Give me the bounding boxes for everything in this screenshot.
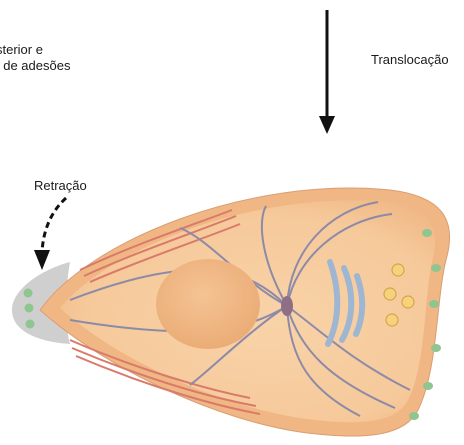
adhesion bbox=[25, 304, 34, 313]
adhesion bbox=[431, 344, 441, 352]
rear-release-label-line-2: / de adesões bbox=[0, 58, 70, 74]
adhesion bbox=[26, 320, 35, 329]
centrosome bbox=[281, 296, 293, 316]
arrow-down-icon bbox=[319, 10, 335, 134]
adhesion bbox=[431, 264, 441, 272]
retraction-label: Retração bbox=[34, 178, 87, 194]
adhesion bbox=[423, 382, 433, 390]
rear-release-label: sterior e / de adesões bbox=[0, 42, 70, 74]
dashed-curved-arrow-icon bbox=[34, 198, 66, 270]
adhesion bbox=[429, 300, 439, 308]
adhesion bbox=[24, 289, 33, 298]
nucleus bbox=[156, 259, 260, 349]
rear-release-label-line-1: sterior e bbox=[0, 42, 70, 58]
translocation-label: Translocação bbox=[371, 52, 449, 68]
adhesion bbox=[422, 229, 432, 237]
adhesion bbox=[409, 412, 419, 420]
